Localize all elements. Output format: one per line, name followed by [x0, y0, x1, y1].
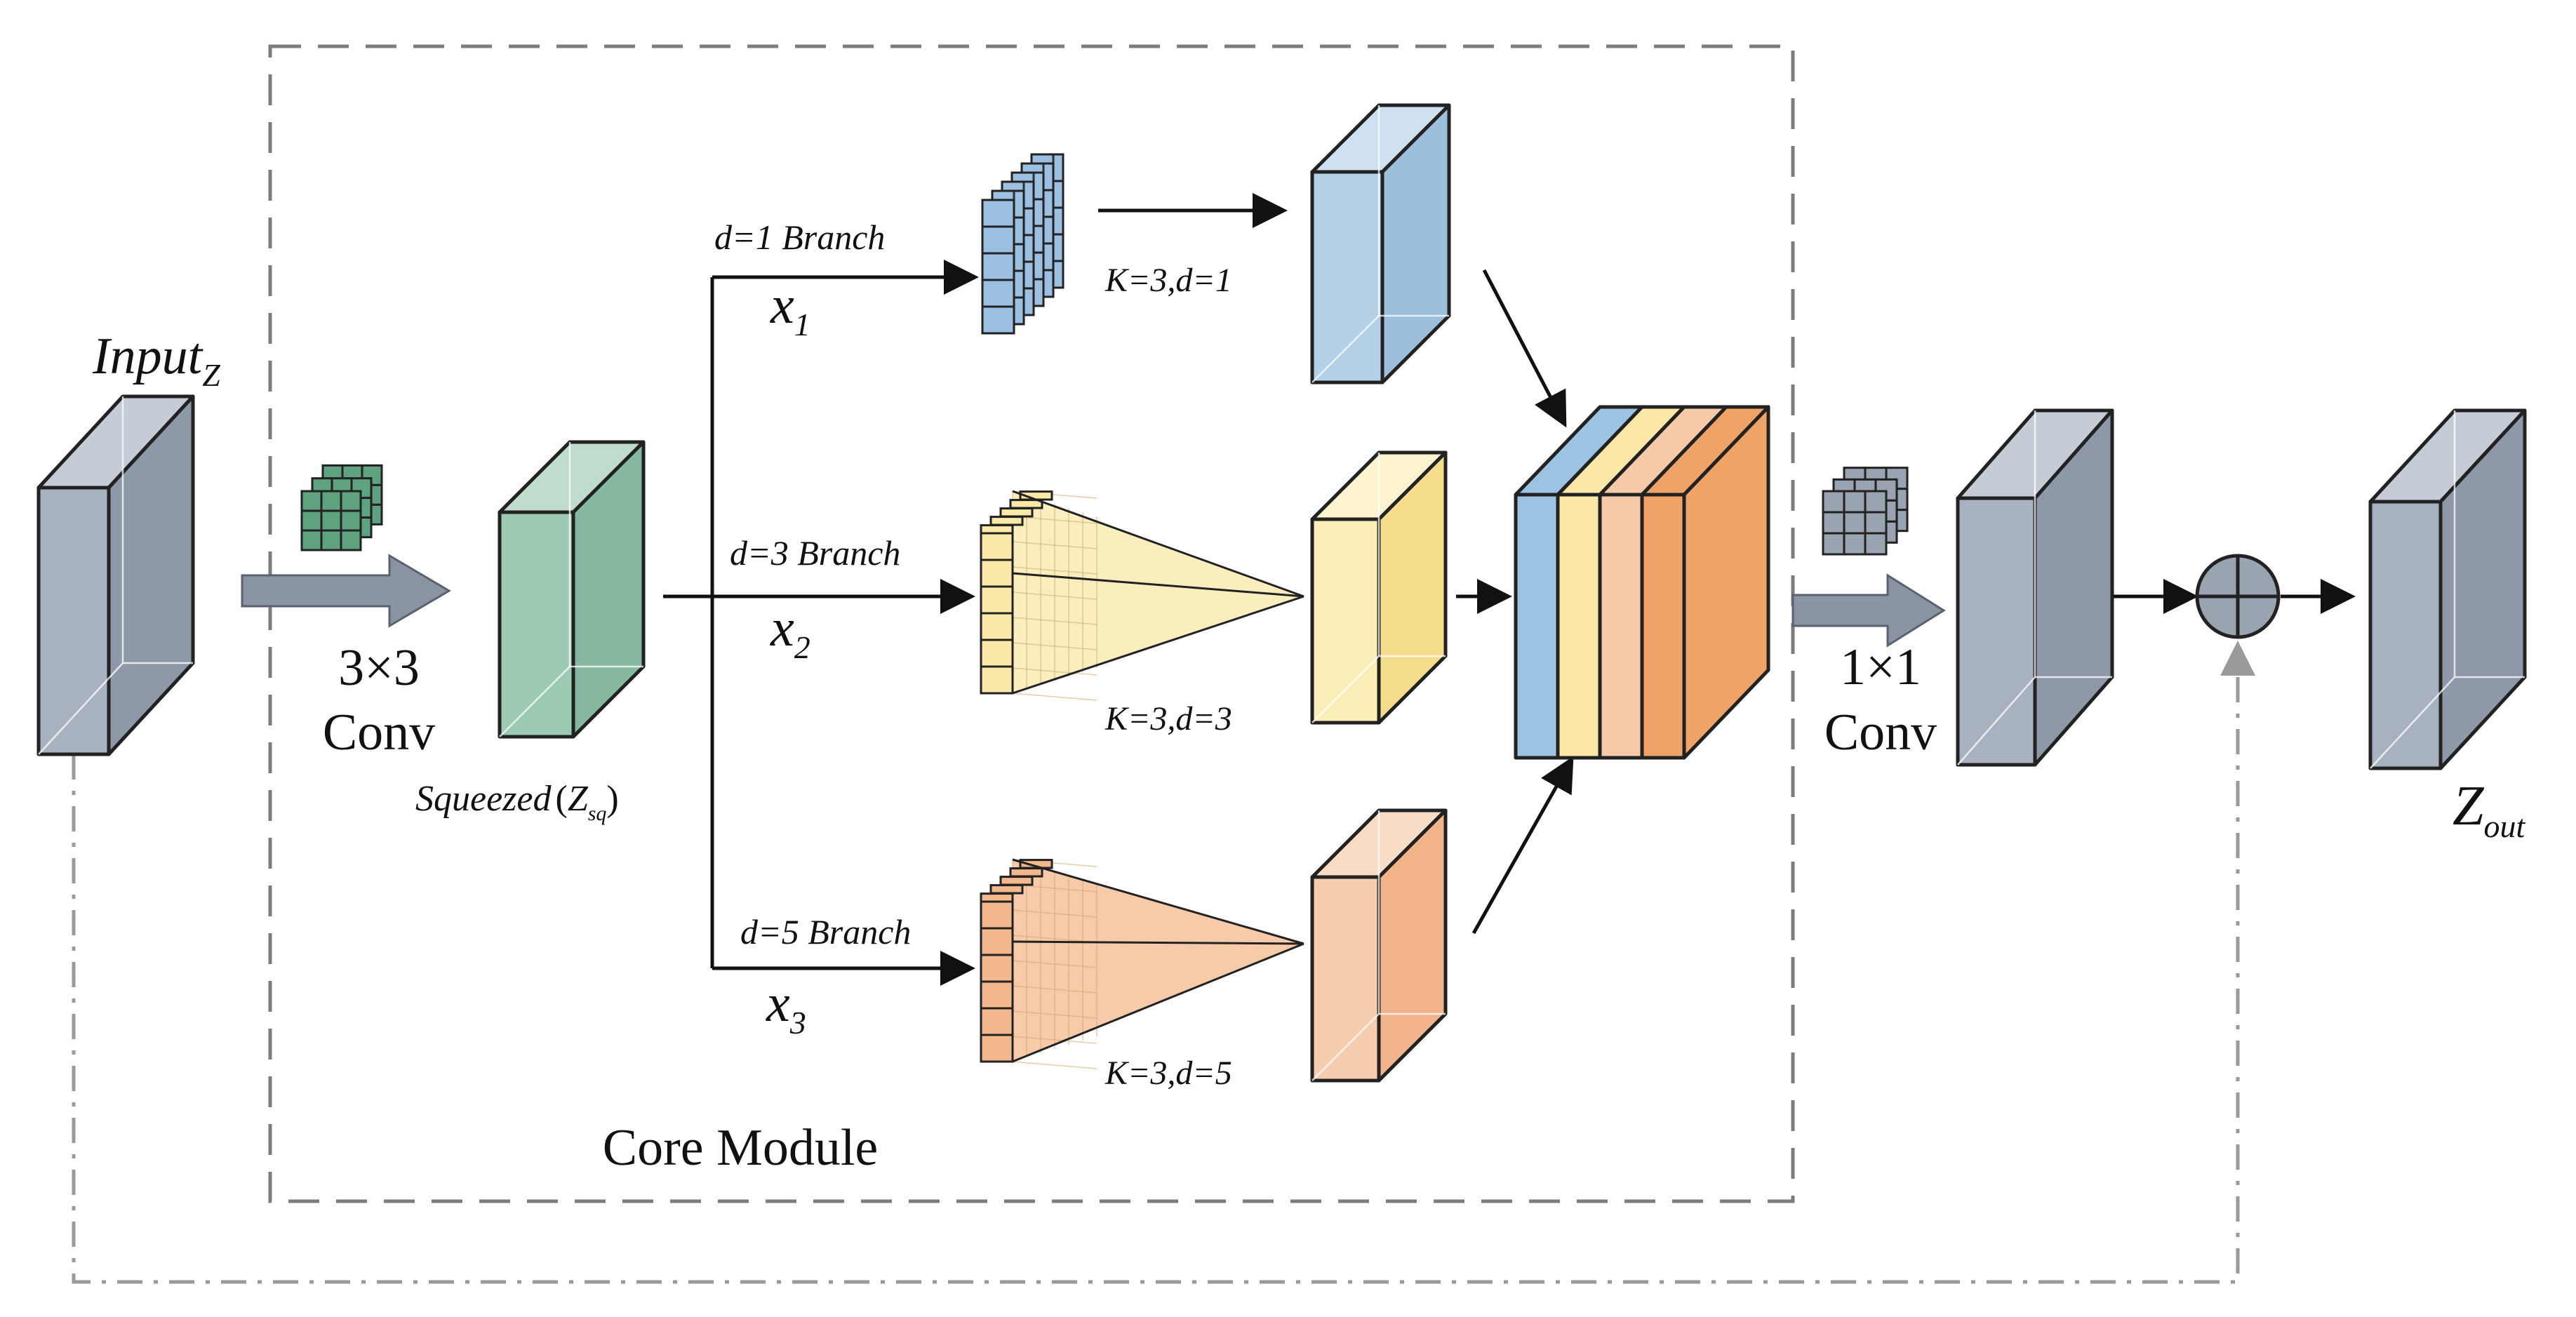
k-label-branch3: K=3,d=5: [1105, 1055, 1232, 1092]
branch3-to-concat-arrow: [1471, 756, 1574, 935]
conv3x3-kernel-icon: [300, 464, 383, 551]
input-label: InputZ: [92, 328, 220, 393]
conv1x1-conv-label: Conv: [1824, 704, 1937, 761]
branch1-kernel-grid: [981, 153, 1065, 335]
branch3-label: d=5 Branch: [740, 912, 911, 951]
core-module-label: Core Module: [603, 1119, 879, 1177]
elementwise-sum-node: [2195, 554, 2281, 639]
branch2-output-block: [1310, 450, 1448, 725]
branch1-output-block: [1310, 103, 1451, 385]
branch2-dilated-kernel: [980, 490, 1304, 701]
conv3x3-arrow: [241, 554, 451, 628]
conv3x3-conv-label: Conv: [323, 704, 435, 761]
conv1x1-arrow: [1791, 573, 1946, 648]
branch2-label: d=3 Branch: [730, 533, 900, 573]
concatenated-feature-block: [1514, 405, 1770, 760]
branch3-dilated-kernel: [980, 858, 1304, 1069]
k-label-branch1: K=3,d=1: [1105, 262, 1232, 299]
branch3-output-block: [1310, 808, 1448, 1083]
squeezed-feature-block: [498, 440, 646, 739]
conv3x3-size-label: 3×3: [338, 639, 420, 697]
conv1x1-output-block: [1956, 408, 2114, 767]
squeezed-label: Squeezed(Zsq): [415, 779, 619, 825]
conv1x1-kernel-icon: [1822, 467, 1909, 556]
input-feature-block: [36, 394, 195, 756]
k-label-branch2: K=3,d=3: [1105, 700, 1232, 737]
output-feature-block: [2368, 408, 2527, 770]
residual-connection: [72, 641, 2255, 1284]
branch1-to-concat-arrow: [1482, 269, 1567, 428]
branch1-label: d=1 Branch: [714, 218, 885, 257]
zout-label: Zout: [2452, 775, 2526, 844]
x3-label: x3: [766, 974, 806, 1041]
x1-label: x1: [770, 276, 810, 342]
x2-label: x2: [770, 599, 810, 665]
conv1x1-size-label: 1×1: [1840, 639, 1921, 696]
branch-split-line: [663, 277, 714, 968]
